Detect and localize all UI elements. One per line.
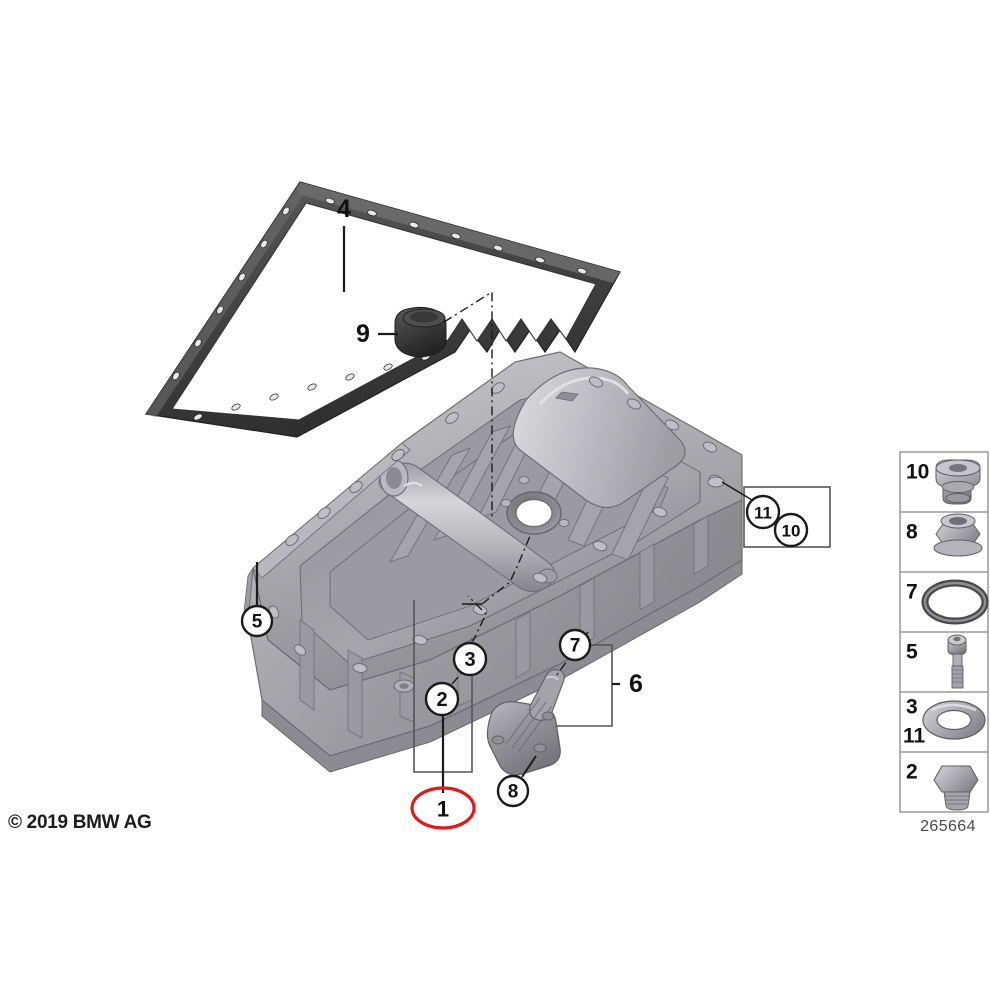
- callout-2-label: 2: [436, 689, 447, 711]
- hex-bolt-icon: [947, 634, 967, 689]
- callout-8-label: 8: [508, 782, 519, 803]
- callout-10[interactable]: 10: [773, 512, 809, 548]
- callout-11-label: 11: [754, 504, 772, 523]
- drain-plug-icon: [933, 765, 979, 811]
- callout-9-label: 9: [356, 320, 370, 348]
- legend-number-8: 8: [906, 521, 918, 544]
- diagram-number: 265664: [920, 818, 976, 835]
- pan-bore: [500, 475, 570, 535]
- part-oil-pan-gasket: [144, 181, 621, 438]
- callout-7[interactable]: 7: [558, 628, 592, 662]
- part-rubber-plug: [394, 306, 447, 358]
- callout-4-label: 4: [337, 195, 351, 223]
- leader-lines: [255, 226, 831, 793]
- legend-panel: 10 8: [899, 451, 989, 813]
- callout-8[interactable]: 8: [496, 774, 530, 808]
- callout-10-label: 10: [782, 522, 801, 541]
- callout-3[interactable]: 3: [452, 641, 488, 677]
- legend-item-7[interactable]: 7: [906, 579, 989, 625]
- legend-number-2: 2: [906, 761, 918, 784]
- callout-7-label: 7: [570, 636, 581, 657]
- part-oil-level-sensor: [486, 669, 565, 776]
- legend-item-2[interactable]: 2: [906, 761, 979, 811]
- legend-number-10: 10: [906, 461, 929, 484]
- o-ring-icon: [921, 579, 989, 625]
- screw-plug-icon: [935, 459, 981, 505]
- callout-5-label: 5: [252, 612, 263, 633]
- legend-number-11: 11: [903, 725, 926, 748]
- callout-5[interactable]: 5: [240, 604, 274, 638]
- legend-item-5[interactable]: 5: [906, 634, 967, 689]
- callout-bubbles: 5 3 2 8 7: [240, 195, 809, 830]
- legend-item-3-11[interactable]: 3 11: [903, 696, 986, 748]
- legend-number-3: 3: [906, 696, 918, 719]
- legend-number-7: 7: [906, 581, 918, 604]
- callout-11[interactable]: 11: [745, 494, 781, 530]
- legend-number-5: 5: [906, 641, 918, 664]
- legend-item-8[interactable]: 8: [906, 513, 983, 557]
- copyright-notice: © 2019 BMW AG: [8, 812, 152, 834]
- copyright-text: © 2019 BMW AG: [8, 812, 152, 833]
- callout-2[interactable]: 2: [424, 681, 460, 717]
- flange-nut-icon: [933, 513, 983, 557]
- callout-1[interactable]: 1: [410, 786, 476, 830]
- callout-1-label: 1: [437, 797, 449, 822]
- callout-6-label: 6: [629, 670, 643, 698]
- callout-3-label: 3: [464, 649, 475, 671]
- part-oil-pan: [243, 351, 743, 773]
- sealing-ring-icon: [922, 700, 986, 740]
- legend-item-10[interactable]: 10: [906, 459, 981, 505]
